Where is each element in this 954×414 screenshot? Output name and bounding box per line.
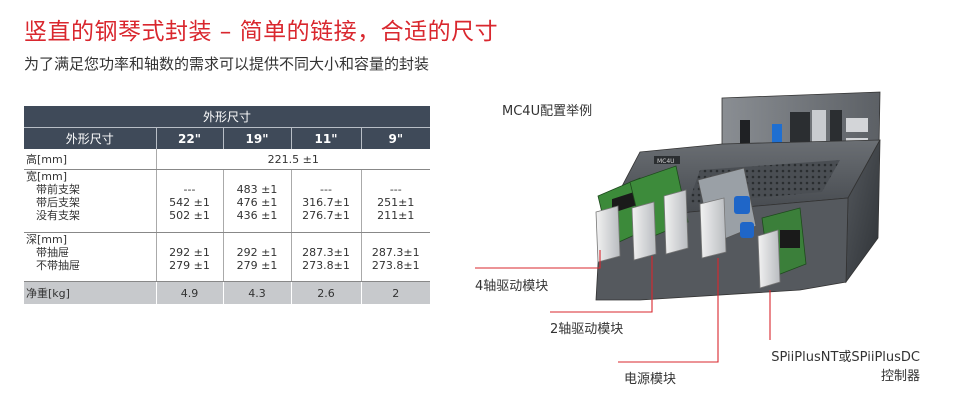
device-badge-plate bbox=[654, 156, 680, 164]
table-col-header: 外形尺寸 bbox=[24, 127, 156, 149]
weight-label: 净重[kg] bbox=[24, 281, 156, 304]
config-example-label: MC4U配置举例 bbox=[502, 104, 593, 119]
size-header-9: 9" bbox=[360, 127, 431, 149]
module-controller bbox=[757, 207, 807, 289]
dimension-table: 外形尺寸 外形尺寸 22" 19" 11" 9" 高[mm] 221.5 ±1 … bbox=[24, 106, 431, 304]
height-label: 高[mm] bbox=[24, 149, 156, 170]
size-header-11: 11" bbox=[290, 127, 361, 149]
module-2axis bbox=[629, 165, 689, 261]
size-header-22: 22" bbox=[155, 127, 223, 149]
callout-controller-line1: SPiiPlusNT或SPiiPlusDC bbox=[771, 350, 920, 365]
callout-controller-line2: 控制器 bbox=[880, 369, 920, 384]
page-title: 竖直的钢琴式封装 – 简单的链接，合适的尺寸 bbox=[24, 19, 499, 45]
weight-value: 4.9 bbox=[155, 281, 223, 304]
device-badge: MC4U bbox=[657, 158, 675, 165]
callout-lines bbox=[475, 250, 771, 363]
depth-label: 深[mm] 带抽屉 不带抽屉 bbox=[24, 232, 156, 282]
module-power bbox=[697, 167, 757, 259]
weight-value: 4.3 bbox=[222, 281, 291, 304]
page-subtitle: 为了满足您功率和轴数的需求可以提供不同大小和容量的封装 bbox=[24, 55, 430, 73]
callout-controller: SPiiPlusNT或SPiiPlusDC 控制器 bbox=[771, 346, 920, 384]
height-value: 221.5 ±1 bbox=[155, 149, 431, 170]
weight-value: 2 bbox=[360, 281, 431, 304]
table-row: 净重[kg] 4.9 4.3 2.6 2 bbox=[24, 281, 431, 304]
width-label: 宽[mm] 带前支架 带后支架 没有支架 bbox=[24, 169, 156, 233]
callout-4axis-driver: 4轴驱动模块 bbox=[475, 279, 549, 294]
weight-value: 2.6 bbox=[290, 281, 361, 304]
callout-2axis-driver: 2轴驱动模块 bbox=[550, 322, 624, 337]
mc4u-chassis-illustration: MC4U bbox=[475, 91, 881, 363]
callout-power-module: 电源模块 bbox=[624, 372, 677, 387]
table-group-header: 外形尺寸 bbox=[24, 106, 431, 128]
table-row: 高[mm] 221.5 ±1 bbox=[24, 149, 431, 170]
size-header-19: 19" bbox=[222, 127, 291, 149]
